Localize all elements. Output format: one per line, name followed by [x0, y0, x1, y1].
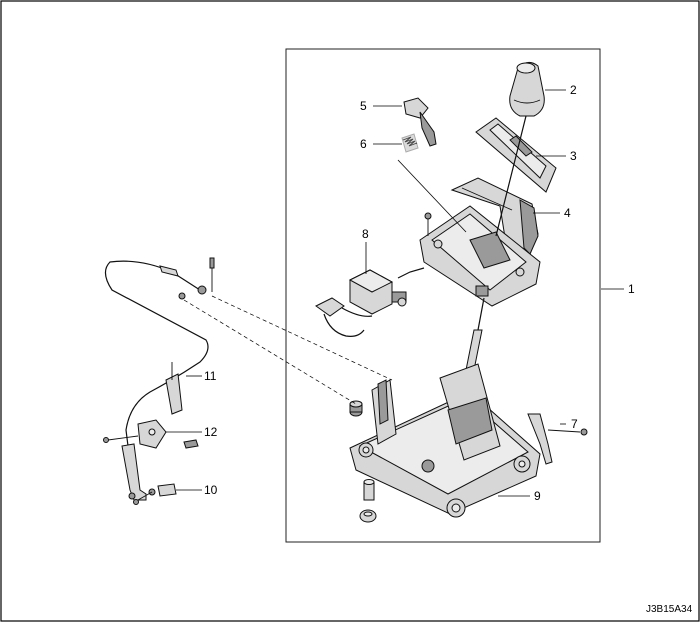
- bushing-lower: [359, 479, 377, 523]
- shift-knob: [509, 62, 545, 117]
- assembly-box: [285, 48, 601, 543]
- callout-2: 2: [570, 83, 577, 97]
- callout-12: 12: [204, 425, 218, 439]
- callout-9: 9: [534, 489, 541, 503]
- callout-1: 1: [628, 282, 635, 296]
- callout-10: 10: [204, 483, 218, 497]
- cable-bracket: [103, 419, 199, 449]
- leader-lines: [166, 89, 624, 497]
- callout-11: 11: [204, 369, 217, 383]
- shift-cable: [104, 257, 215, 501]
- alignment-lines: [183, 295, 393, 405]
- shift-lock-solenoid: [315, 267, 425, 337]
- upper-housing: [419, 205, 541, 307]
- bushing-upper: [349, 400, 363, 417]
- base-bracket: [349, 363, 541, 518]
- spring: [401, 133, 419, 153]
- lock-bracket: [527, 413, 588, 465]
- callout-8: 8: [362, 227, 369, 241]
- callout-7: 7: [571, 417, 578, 431]
- button-rod: [397, 159, 467, 233]
- cable-clip: [133, 483, 177, 505]
- callout-4: 4: [564, 206, 571, 220]
- callout-6: 6: [360, 137, 367, 151]
- callout-5: 5: [360, 99, 367, 113]
- callout-3: 3: [570, 149, 577, 163]
- release-button: [403, 97, 437, 147]
- figure-code: J3B15A34: [646, 604, 693, 615]
